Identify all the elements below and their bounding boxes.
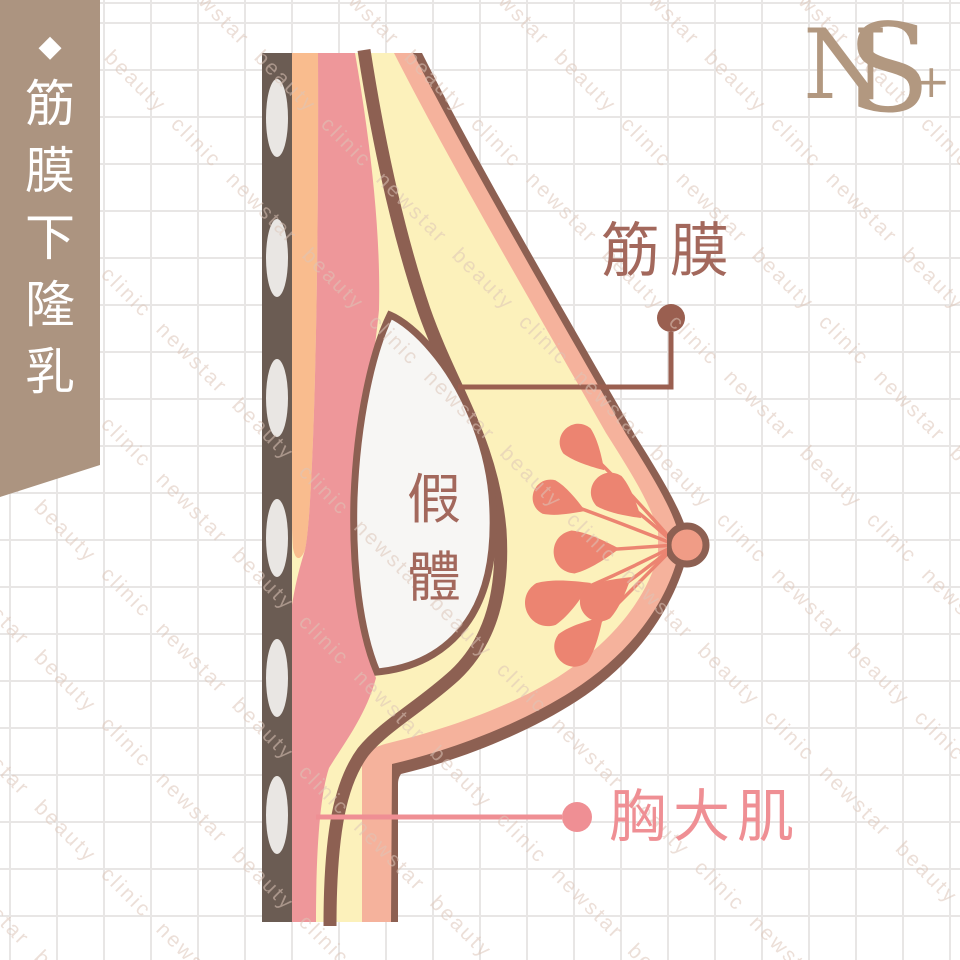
rib <box>266 639 288 717</box>
logo-letter-s: S <box>847 0 931 140</box>
ribbon-title-char: 隆 <box>25 277 75 333</box>
pectoral-muscle-layer <box>292 53 380 922</box>
implant-shape <box>350 310 497 676</box>
rib <box>266 359 288 437</box>
rib <box>266 776 288 854</box>
logo-letter-n: N <box>803 9 887 121</box>
title-ribbon: ◆ 筋 膜 下 隆 乳 <box>0 0 100 497</box>
implant-label: 假 體 <box>407 470 461 608</box>
ribbon-title-char: 膜 <box>25 143 75 199</box>
diamond-icon: ◆ <box>38 30 62 63</box>
fascia-pointer-dot <box>657 304 685 332</box>
muscle-pointer-dot <box>562 802 592 832</box>
ns-clinic-logo: N S + <box>795 8 955 164</box>
plus-sparkle-icon: + <box>912 54 951 108</box>
rib <box>266 219 288 297</box>
ribs <box>266 79 288 854</box>
fat-layer <box>290 53 319 559</box>
fascia-label: 筋膜 <box>601 218 740 284</box>
fascia-pointer-line <box>458 332 674 390</box>
pectoral-muscle-label: 胸大肌 <box>609 785 801 849</box>
rib <box>266 79 288 157</box>
ribbon-title-char: 乳 <box>25 344 75 400</box>
ribbon-title-char: 筋 <box>25 76 75 132</box>
nipple <box>667 522 710 568</box>
ribbon-title-char: 下 <box>25 210 75 266</box>
fascia-layer-line <box>323 49 508 927</box>
rib <box>266 499 288 577</box>
